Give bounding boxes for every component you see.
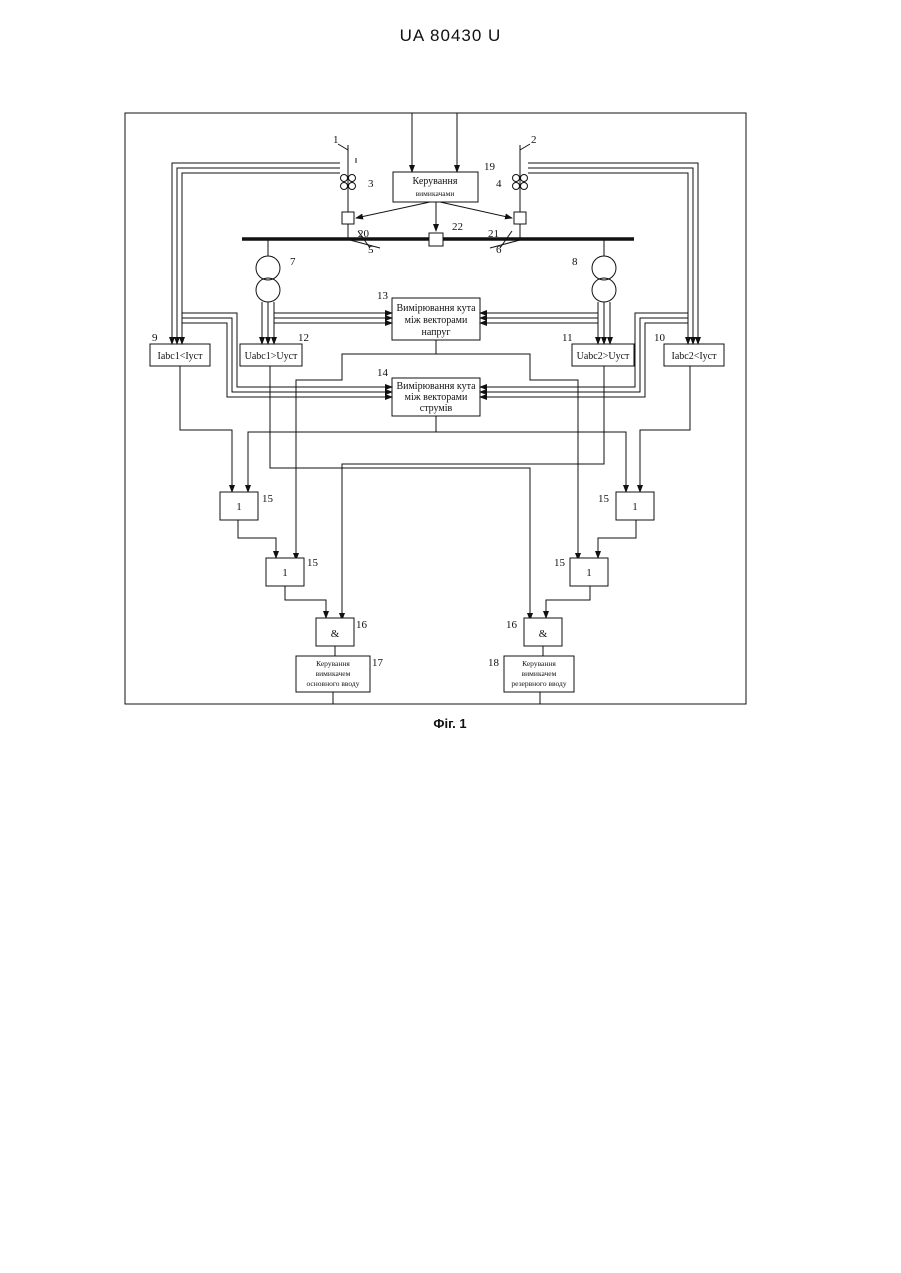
block-10-label: Iabc2<Iуст xyxy=(672,351,718,362)
block-12-label: Uabc1>Uуст xyxy=(245,351,298,362)
ref-13: 13 xyxy=(377,290,389,302)
ref-12: 12 xyxy=(298,332,309,344)
ref-8: 8 xyxy=(572,256,578,268)
ref-3: 3 xyxy=(368,178,374,190)
block-18-label-3: резервного вводу xyxy=(511,679,566,688)
or-gate-symbol: 1 xyxy=(632,501,638,513)
block-19-label-2: вимикачами xyxy=(416,189,455,198)
figure-caption: Фіг. 1 xyxy=(300,716,600,731)
block-17-label-1: Керування xyxy=(316,659,350,668)
voltage-transformer-7 xyxy=(256,256,280,280)
or-gate-symbol: 1 xyxy=(586,567,592,579)
ref-16: 16 xyxy=(506,619,518,631)
ref-1: 1 xyxy=(333,134,339,146)
block-14-label-1: Вимірювання кута xyxy=(396,381,476,392)
block-13-label-1: Вимірювання кута xyxy=(396,303,476,314)
ref-2: 2 xyxy=(531,134,537,146)
ref-15: 15 xyxy=(598,493,610,505)
ref-6: 6 xyxy=(496,244,502,256)
ref-16: 16 xyxy=(356,619,368,631)
block-18-label-2: вимикачем xyxy=(522,669,557,678)
and-gate-symbol: & xyxy=(331,628,340,640)
block-17-label-2: вимикачем xyxy=(316,669,351,678)
ref-11: 11 xyxy=(562,332,573,344)
ref-7: 7 xyxy=(290,256,296,268)
breaker-22-sectional xyxy=(429,233,443,246)
ref-15: 15 xyxy=(554,557,566,569)
block-17-label-3: основного вводу xyxy=(307,679,360,688)
ref-22: 22 xyxy=(452,221,463,233)
block-13-label-3: напруг xyxy=(422,327,451,338)
block-14-label-3: струмів xyxy=(420,403,453,414)
ref-15: 15 xyxy=(307,557,319,569)
ref-14: 14 xyxy=(377,367,389,379)
or-gate-symbol: 1 xyxy=(282,567,288,579)
ref-17: 17 xyxy=(372,657,384,669)
ref-18: 18 xyxy=(488,657,500,669)
ref-20: 20 xyxy=(358,228,370,240)
breaker-20 xyxy=(342,212,354,224)
ref-5: 5 xyxy=(368,244,374,256)
ref-10: 10 xyxy=(654,332,666,344)
voltage-transformer-8 xyxy=(592,256,616,280)
ref-21: 21 xyxy=(488,228,499,240)
block-11-label: Uabc2>Uуст xyxy=(577,351,630,362)
block-9-label: Iabc1<Iуст xyxy=(158,351,204,362)
and-gate-symbol: & xyxy=(539,628,548,640)
ref-9: 9 xyxy=(152,332,158,344)
breaker-21 xyxy=(514,212,526,224)
block-14-label-2: між векторами xyxy=(405,392,468,403)
ref-15: 15 xyxy=(262,493,274,505)
block-13-label-2: між векторами xyxy=(405,315,468,326)
ref-19: 19 xyxy=(484,161,496,173)
block-19-label-1: Керування xyxy=(413,176,458,187)
block-18-label-1: Керування xyxy=(522,659,556,668)
ref-4: 4 xyxy=(496,178,502,190)
or-gate-symbol: 1 xyxy=(236,501,242,513)
